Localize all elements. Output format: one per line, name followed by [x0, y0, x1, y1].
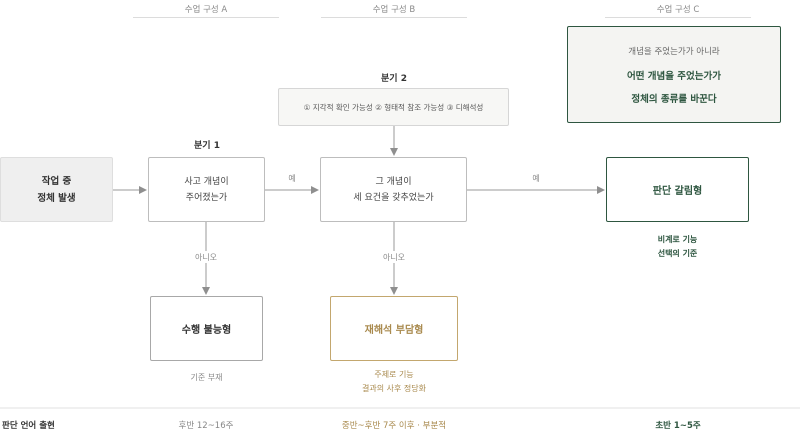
start-line-2: 정체 발생	[37, 192, 76, 204]
branch2-label: 분기 2	[381, 74, 407, 84]
branch1-label: 분기 1	[194, 141, 220, 151]
column-rule-b	[321, 17, 467, 18]
branch2-criteria: ① 지각적 확인 가능성 ② 형태적 참조 가능성 ③ 디해석성	[303, 102, 484, 112]
outcome-judgment-desc-2: 선택의 기준	[657, 249, 698, 258]
footer-value-c: 초반 1~5주	[655, 421, 701, 431]
column-rule-a	[133, 17, 279, 18]
edge-no-2: 아니오	[382, 253, 406, 262]
outcome-inability-box: 수행 불능형	[150, 296, 263, 361]
outcome-reinterpret-title: 재해석 부담형	[364, 325, 424, 336]
outcome-inability-desc: 기준 부재	[190, 373, 223, 382]
outcome-judgment-desc-1: 비계로 기능	[657, 235, 698, 244]
outcome-reinterpret-box: 재해석 부담형	[330, 296, 458, 361]
question-2-line-2: 세 요건을 갖추었는가	[353, 192, 434, 203]
footer-label: 판단 언어 출현	[2, 421, 55, 431]
note-line-2: 어떤 개념을 주었는가가	[626, 70, 721, 82]
column-title-b: 수업 구성 B	[372, 5, 416, 15]
edge-no-1: 아니오	[194, 253, 218, 262]
branch2-criteria-box: ① 지각적 확인 가능성 ② 형태적 참조 가능성 ③ 디해석성	[278, 88, 509, 126]
column-title-a: 수업 구성 A	[184, 5, 228, 15]
start-line-1: 작업 중	[41, 175, 72, 187]
start-box: 작업 중 정체 발생	[0, 157, 113, 222]
question-1-box: 사고 개념이 주어졌는가	[148, 157, 265, 222]
edge-yes-1: 예	[288, 174, 296, 183]
column-rule-c	[605, 17, 751, 18]
question-1-line-1: 사고 개념이	[184, 176, 229, 187]
question-1-line-2: 주어졌는가	[185, 192, 228, 203]
edge-yes-2: 예	[532, 174, 540, 183]
outcome-judgment-title: 판단 갈림형	[652, 186, 703, 197]
note-line-3: 정체의 종류를 바꾼다	[631, 93, 717, 105]
footer-value-a: 후반 12~16주	[178, 421, 234, 431]
column-title-c: 수업 구성 C	[656, 5, 700, 15]
question-2-box: 그 개념이 세 요건을 갖추었는가	[320, 157, 467, 222]
outcome-reinterpret-desc-2: 결과의 사후 정당화	[362, 384, 426, 393]
outcome-judgment-box: 판단 갈림형	[606, 157, 749, 222]
outcome-reinterpret-desc-1: 주제로 기능	[374, 370, 414, 379]
footer-value-b: 중반~후반 7주 이후 · 부분적	[341, 421, 447, 431]
outcome-inability-title: 수행 불능형	[181, 325, 232, 336]
note-line-1: 개념을 주었는가가 아니라	[628, 46, 720, 57]
note-box: 개념을 주었는가가 아니라 어떤 개념을 주었는가가 정체의 종류를 바꾼다	[567, 26, 781, 123]
question-2-line-1: 그 개념이	[375, 176, 412, 187]
